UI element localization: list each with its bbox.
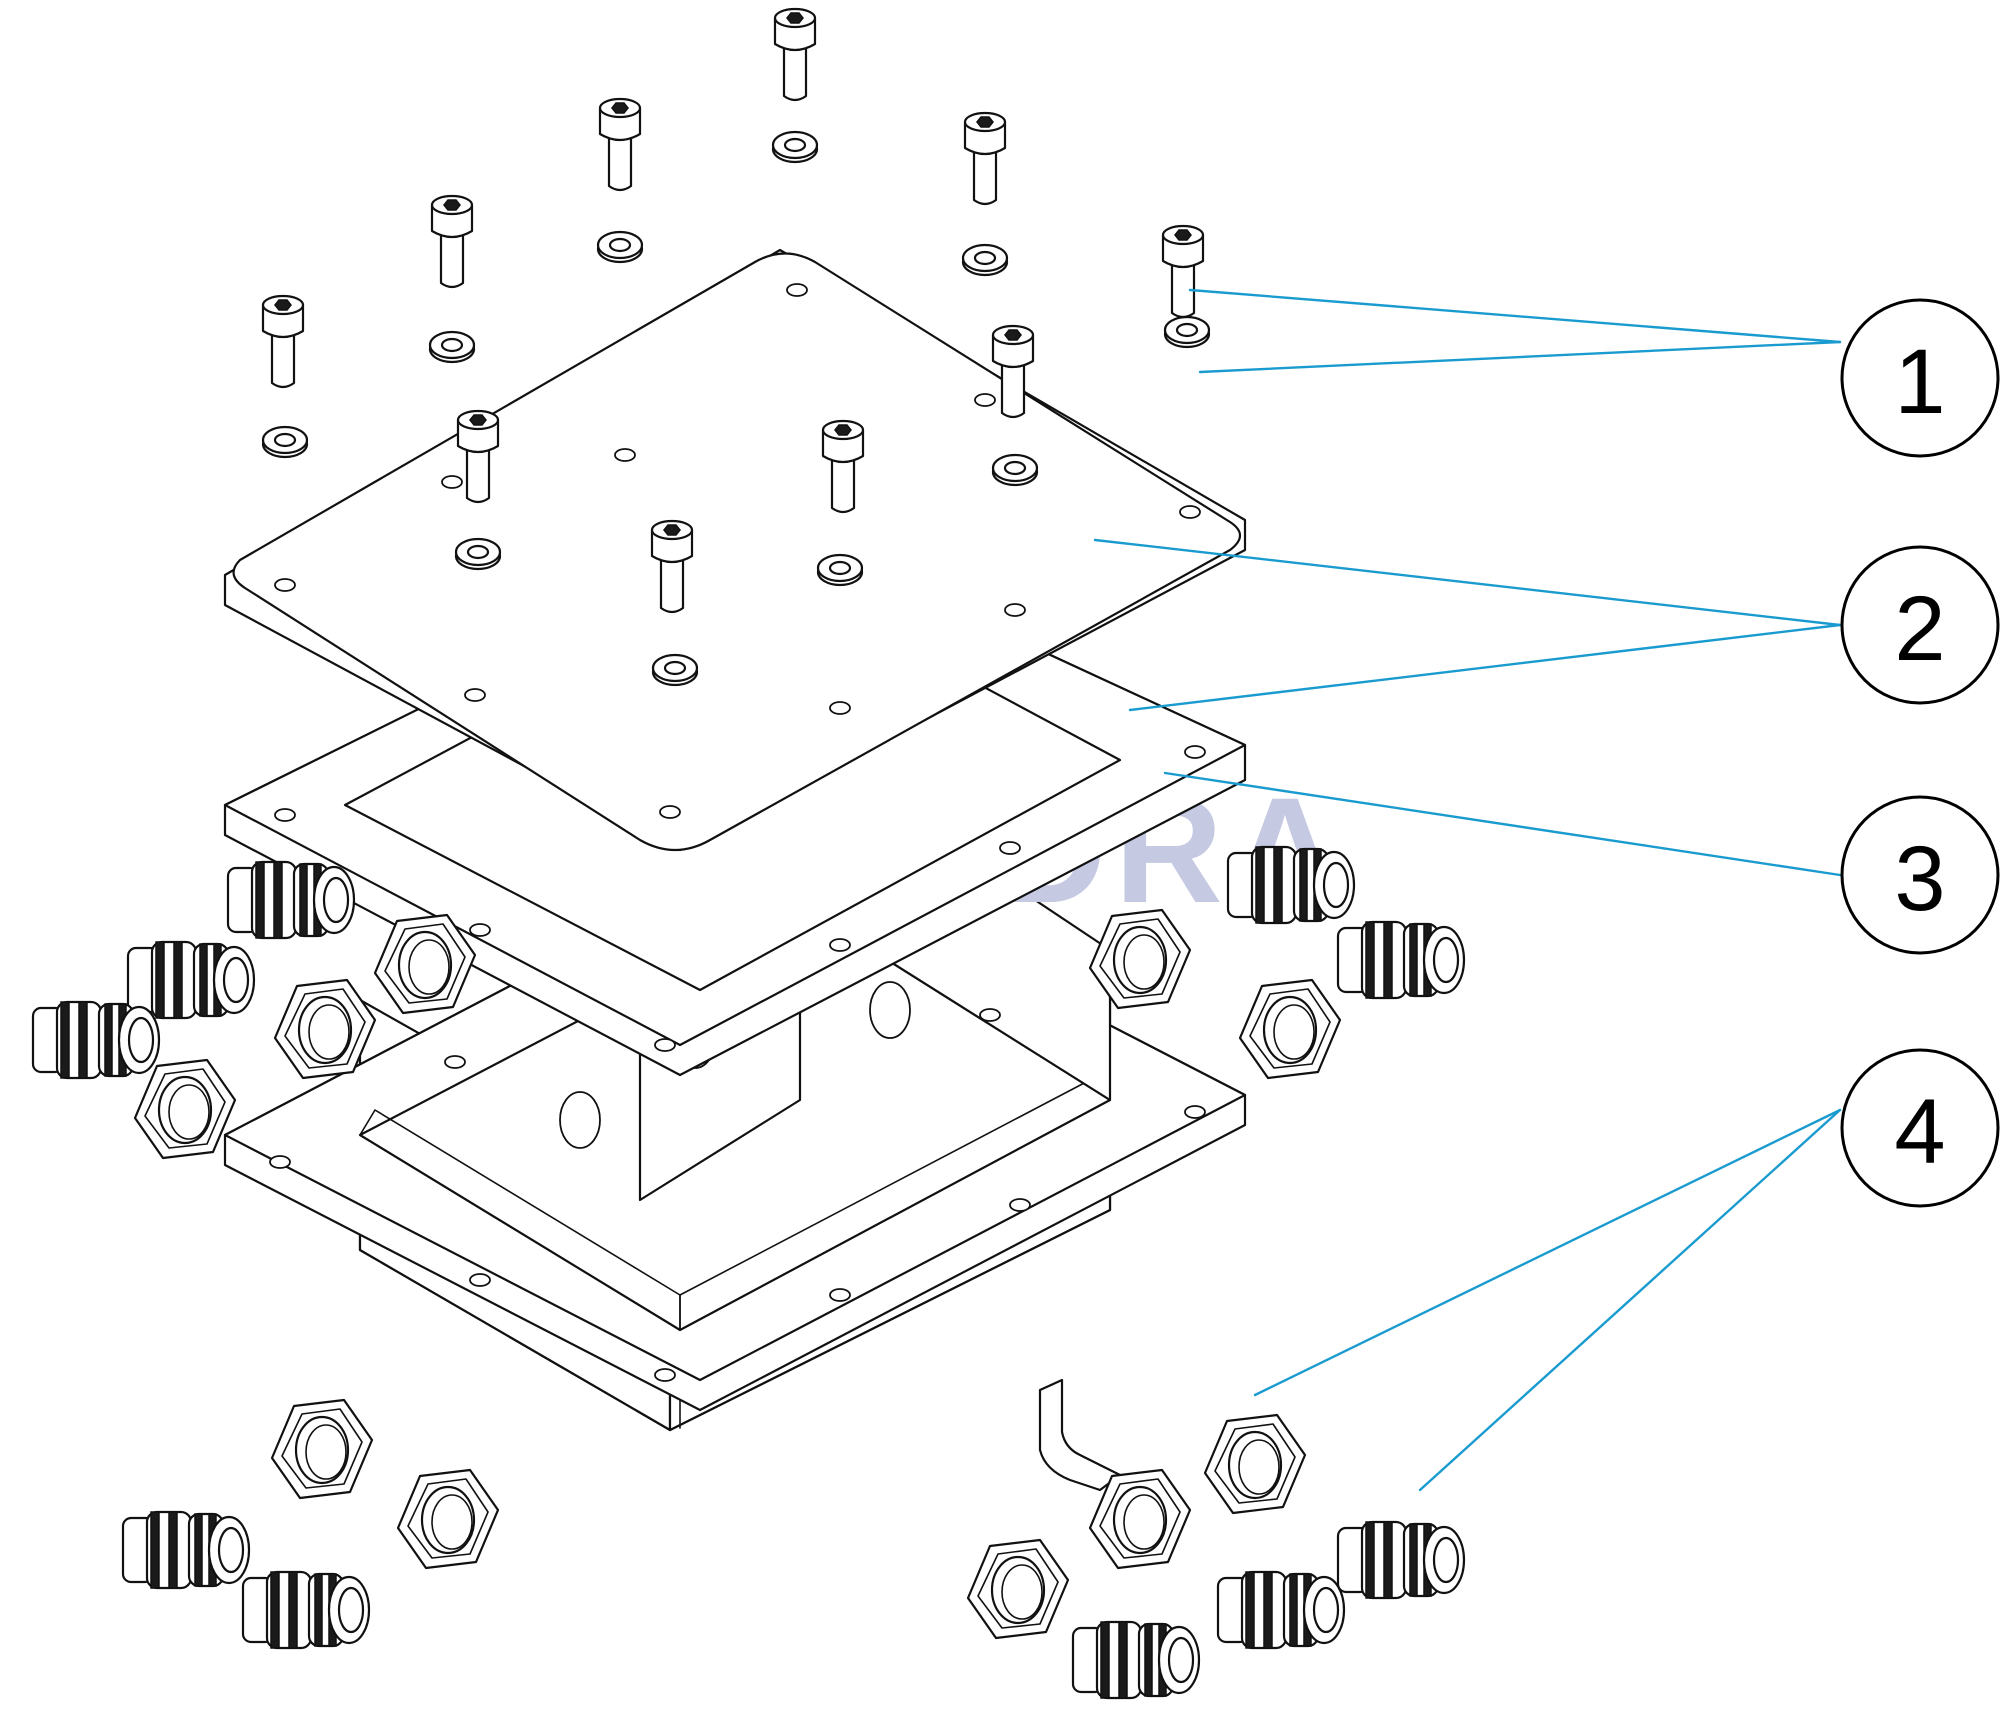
callout-3: 3 [1840,795,2000,955]
leader-lines [1093,288,1842,1492]
lower-left-fittings [121,1398,500,1650]
callout-number-4: 4 [1894,1081,1945,1183]
callout-number-2: 2 [1894,578,1945,680]
cover-plate [223,248,1247,852]
callout-1: 1 [1840,298,2000,458]
callout-number-1: 1 [1894,331,1945,433]
callout-4: 4 [1840,1048,2000,1208]
callout-2: 2 [1840,545,2000,705]
callout-number-3: 3 [1894,828,1945,930]
junction-box-body [223,828,1247,1492]
